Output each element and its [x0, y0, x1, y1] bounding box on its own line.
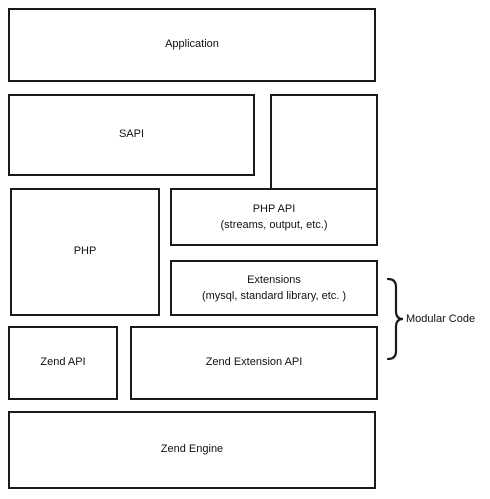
- sapi-label: SAPI: [118, 128, 145, 141]
- extensions-sublabel: (mysql, standard library, etc. ): [201, 290, 347, 302]
- extensions-layer: Extensions (mysql, standard library, etc…: [170, 260, 378, 316]
- application-label: Application: [165, 38, 219, 51]
- curly-brace: [386, 278, 404, 360]
- zend-engine-label: Zend Engine: [160, 443, 224, 456]
- modular-code-label: Modular Code: [406, 313, 476, 325]
- zend-api-label: Zend API: [40, 356, 86, 369]
- php-api-layer: PHP API (streams, output, etc.): [170, 188, 378, 246]
- php-label: PHP: [73, 245, 97, 258]
- sapi-layer: SAPI: [8, 94, 255, 176]
- application-layer: Application: [8, 8, 376, 82]
- zend-extension-api-layer: Zend Extension API: [130, 326, 378, 400]
- zend-engine-layer: Zend Engine: [8, 411, 376, 489]
- zend-api-layer: Zend API: [8, 326, 118, 400]
- php-api-label: PHP API: [252, 202, 296, 215]
- extensions-label: Extensions: [247, 273, 301, 286]
- php-api-sublabel: (streams, output, etc.): [220, 219, 328, 231]
- php-layer: PHP: [10, 188, 160, 316]
- sapi-extension-block: [270, 94, 378, 190]
- zend-extension-api-label: Zend Extension API: [205, 356, 303, 369]
